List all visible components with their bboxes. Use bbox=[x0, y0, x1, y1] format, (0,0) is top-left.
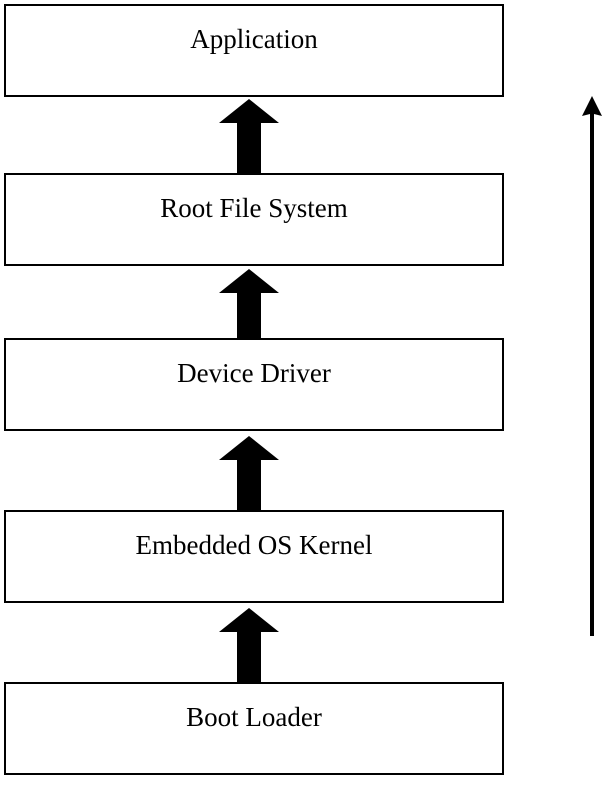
up-arrow-icon bbox=[219, 436, 279, 510]
layer-boot-loader: Boot Loader bbox=[4, 682, 504, 775]
layer-label-boot-loader: Boot Loader bbox=[186, 702, 322, 732]
layer-label-root-file-system: Root File System bbox=[160, 193, 348, 223]
up-arrow-icon bbox=[219, 269, 279, 343]
up-arrow-icon bbox=[219, 99, 279, 173]
long-up-arrow-icon bbox=[582, 96, 602, 636]
layer-label-embedded-os-kernel: Embedded OS Kernel bbox=[135, 530, 373, 560]
layer-application: Application bbox=[4, 4, 504, 97]
layer-root-file-system: Root File System bbox=[4, 173, 504, 266]
layer-label-device-driver: Device Driver bbox=[177, 358, 331, 388]
layer-embedded-os-kernel: Embedded OS Kernel bbox=[4, 510, 504, 603]
layer-device-driver: Device Driver bbox=[4, 338, 504, 431]
layer-label-application: Application bbox=[190, 24, 318, 54]
up-arrow-icon bbox=[219, 608, 279, 682]
